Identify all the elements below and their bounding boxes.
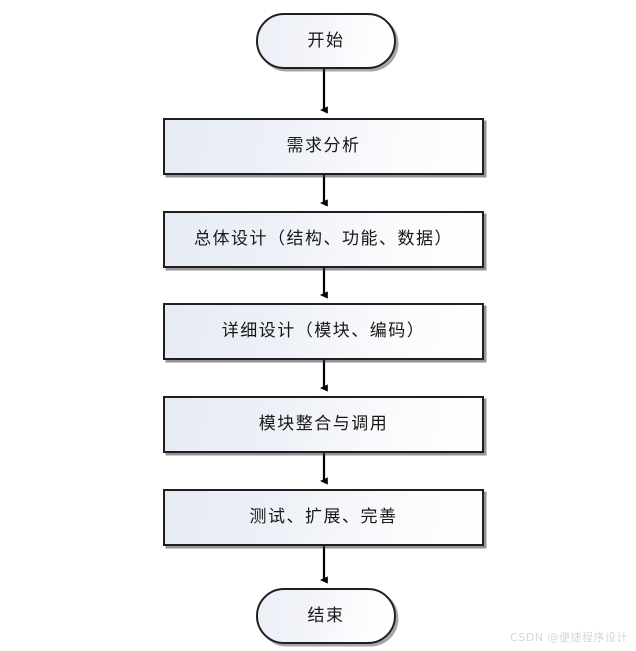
node-detailed-design-label: 详细设计（模块、编码） — [221, 321, 426, 342]
node-test-extend-refine[interactable]: 测试、扩展、完善 — [163, 489, 484, 546]
node-overall-design[interactable]: 总体设计（结构、功能、数据） — [163, 211, 484, 268]
node-requirements-analysis[interactable]: 需求分析 — [163, 118, 484, 175]
node-start[interactable]: 开始 — [256, 13, 396, 69]
node-end[interactable]: 结束 — [256, 588, 396, 644]
node-overall-design-label: 总体设计（结构、功能、数据） — [194, 229, 453, 250]
csdn-watermark: CSDN @便捷程序设计 — [510, 631, 628, 644]
node-end-label: 结束 — [307, 605, 345, 626]
node-test-extend-refine-label: 测试、扩展、完善 — [249, 507, 398, 528]
node-start-label: 开始 — [307, 30, 345, 51]
node-detailed-design[interactable]: 详细设计（模块、编码） — [163, 303, 484, 360]
node-module-integration-label: 模块整合与调用 — [258, 414, 389, 435]
node-module-integration[interactable]: 模块整合与调用 — [163, 396, 484, 453]
node-requirements-analysis-label: 需求分析 — [286, 136, 361, 157]
